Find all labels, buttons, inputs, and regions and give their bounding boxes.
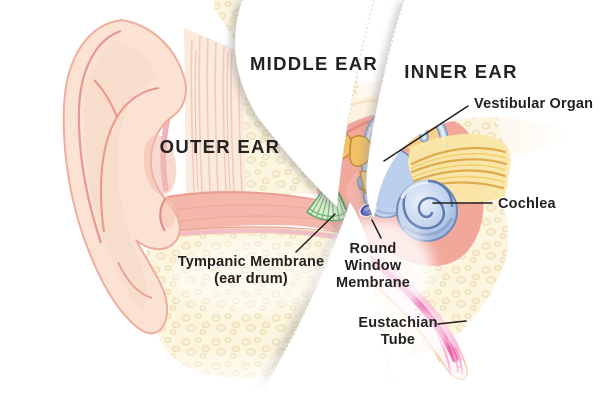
section-label-outer-ear: OUTER EAR — [159, 136, 281, 157]
wedge-middle — [234, 0, 374, 207]
part-label-eustachian-tube: Eustachian Tube — [358, 315, 438, 349]
leader-tympanic-membrane — [295, 213, 336, 253]
leader-round-window — [371, 219, 382, 239]
bottom-fade — [0, 348, 600, 400]
right-fade — [505, 0, 600, 400]
part-label-tympanic-membrane: Tympanic Membrane (ear drum) — [177, 254, 325, 288]
leader-eustachian-tube — [437, 320, 467, 325]
section-label-inner-ear: INNER EAR — [404, 61, 518, 82]
torn-edge-serration — [234, 0, 405, 400]
leader-lines — [295, 105, 493, 325]
outer-ear-pinna — [62, 18, 187, 335]
muscle-striation — [184, 28, 246, 194]
part-label-cochlea: Cochlea — [498, 196, 556, 212]
section-label-middle-ear: MIDDLE EAR — [249, 53, 379, 74]
leader-vestibular-organ — [383, 105, 469, 162]
part-label-round-window: Round Window Membrane — [335, 241, 411, 292]
part-label-vestibular-organ: Vestibular Organ — [474, 96, 594, 112]
